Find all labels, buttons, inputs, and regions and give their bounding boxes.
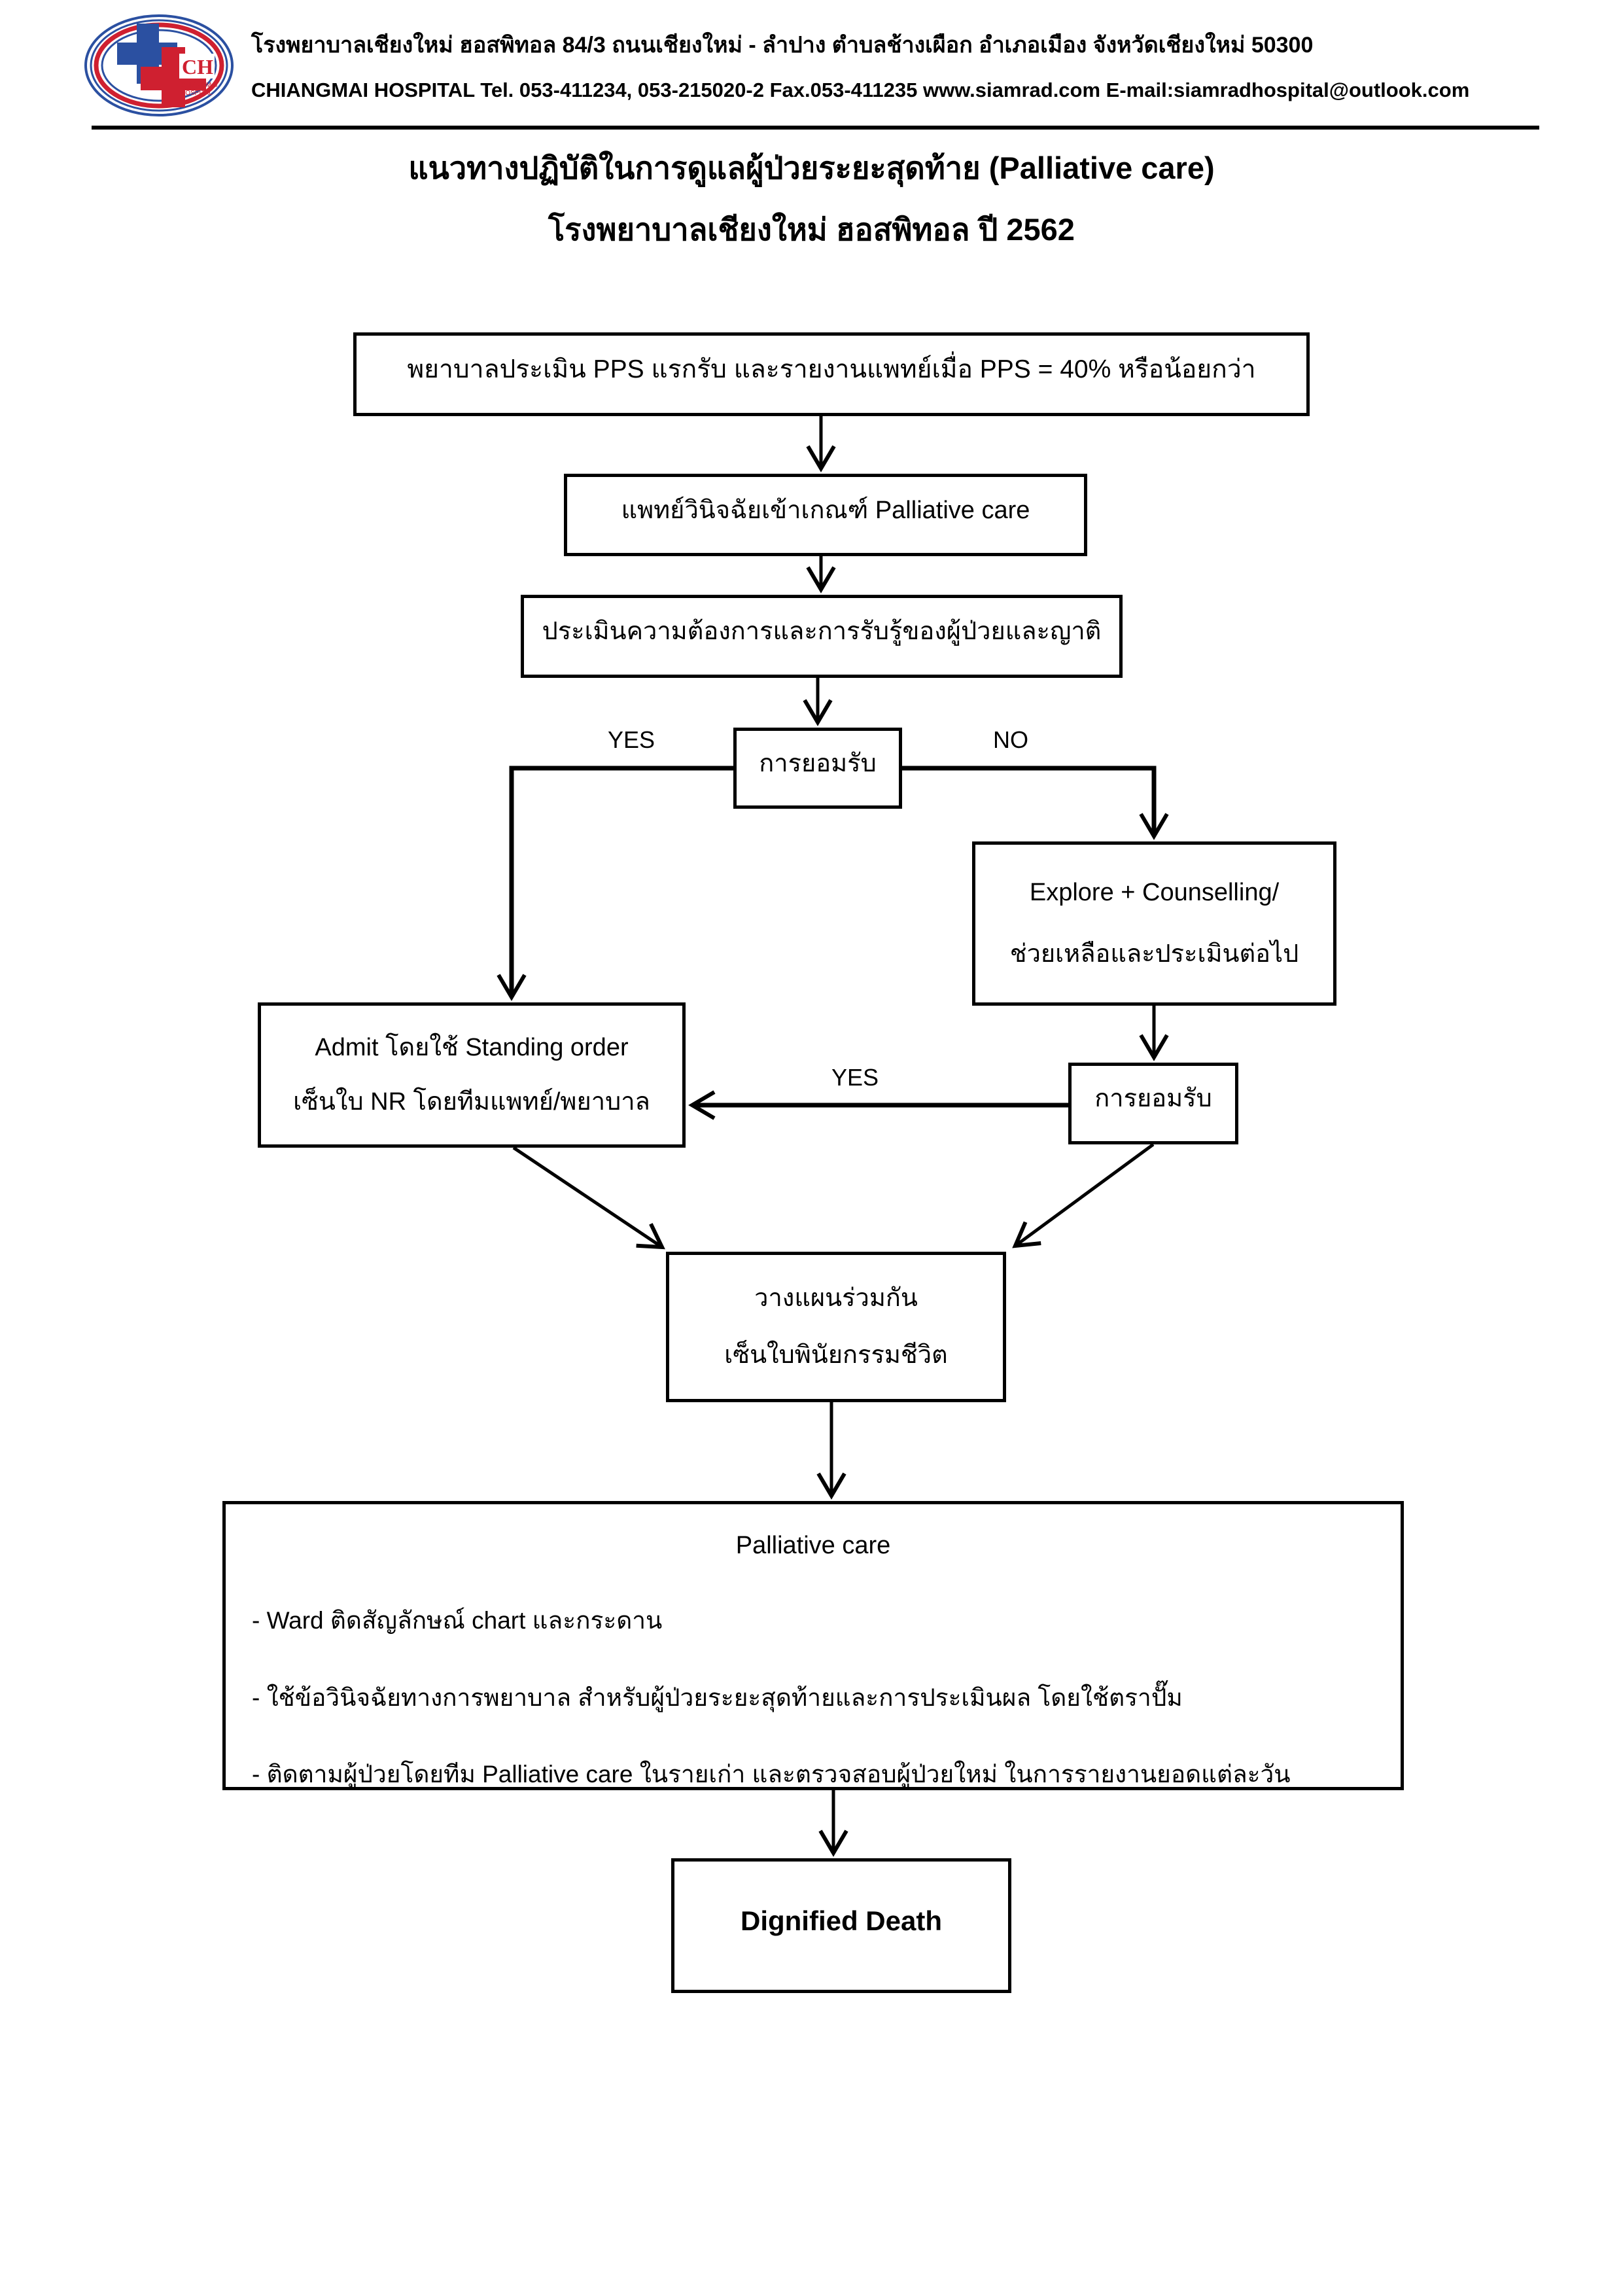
- decision-acceptance-2: การยอมรับ: [1068, 1063, 1238, 1144]
- logo-small-text-1: CHIANGMAI: [181, 82, 218, 89]
- page-title-line1: แนวทางปฏิบัติในการดูแลผู้ป่วยระยะสุดท้าย…: [408, 150, 1215, 185]
- box-assess-needs: ประเมินความต้องการและการรับรู้ของผู้ป่วย…: [521, 595, 1123, 678]
- hospital-logo: CH CHIANGMAI HOSPITAL: [82, 13, 236, 119]
- box-plan-line1: วางแผนร่วมกัน: [754, 1284, 918, 1313]
- logo-ch-text: CH: [182, 55, 213, 79]
- box-pps-assessment: พยาบาลประเมิน PPS แรกรับ และรายงานแพทย์เ…: [353, 332, 1310, 416]
- box-admit-line2: เซ็นใบ NR โดยทีมแพทย์/พยาบาล: [293, 1088, 650, 1116]
- box-doctor-diagnosis: แพทย์วินิจฉัยเข้าเกณฑ์ Palliative care: [564, 474, 1087, 556]
- box-explore-line1: Explore + Counselling/: [1029, 879, 1280, 907]
- label-yes-1: YES: [607, 726, 655, 753]
- hospital-logo-graphic: CH CHIANGMAI HOSPITAL: [84, 14, 234, 116]
- box-explore-line2: ช่วยเหลือและประเมินต่อไป: [1009, 940, 1299, 968]
- label-yes-2: YES: [831, 1064, 879, 1091]
- arrow-yes-branch-to-admit: [497, 766, 733, 1001]
- box-dignified-death: Dignified Death: [671, 1858, 1011, 1993]
- arrow-no-branch-to-explore: [902, 766, 1169, 840]
- box-palliative-care: Palliative care - Ward ติดสัญลักษณ์ char…: [222, 1501, 1404, 1790]
- palliative-bullet-followup: - ติดตามผู้ป่วยโดยทีม Palliative care ใน…: [252, 1761, 1291, 1788]
- header-divider: [92, 126, 1539, 130]
- decision-acceptance-1: การยอมรับ: [733, 728, 902, 809]
- palliative-bullet-ward: - Ward ติดสัญลักษณ์ chart และกระดาน: [252, 1606, 663, 1634]
- arrow-admit-to-plan: [512, 1146, 665, 1250]
- box-admit-standing-order: Admit โดยใช้ Standing order เซ็นใบ NR โด…: [258, 1002, 686, 1148]
- page-title-line2: โรงพยาบาลเชียงใหม่ ฮอสพิทอล ปี 2562: [548, 212, 1075, 247]
- header-contact: CHIANGMAI HOSPITAL Tel. 053-411234, 053-…: [251, 79, 1470, 101]
- box-explore-counselling: Explore + Counselling/ ช่วยเหลือและประเม…: [972, 841, 1336, 1006]
- box-joint-plan: วางแผนร่วมกัน เซ็นใบพินัยกรรมชีวิต: [666, 1252, 1006, 1402]
- logo-small-text-2: HOSPITAL: [181, 90, 213, 97]
- label-no: NO: [993, 726, 1028, 753]
- header-address: โรงพยาบาลเชียงใหม่ ฮอสพิทอล 84/3 ถนนเชีย…: [251, 33, 1314, 58]
- arrow-decision2-to-plan: [1012, 1142, 1155, 1248]
- box-plan-line2: เซ็นใบพินัยกรรมชีวิต: [724, 1341, 948, 1369]
- box-admit-line1: Admit โดยใช้ Standing order: [315, 1033, 629, 1061]
- palliative-title: Palliative care: [735, 1532, 891, 1559]
- palliative-bullet-nursing-diagnosis: - ใช้ข้อวินิจฉัยทางการพยาบาล สำหรับผู้ป่…: [252, 1684, 1183, 1711]
